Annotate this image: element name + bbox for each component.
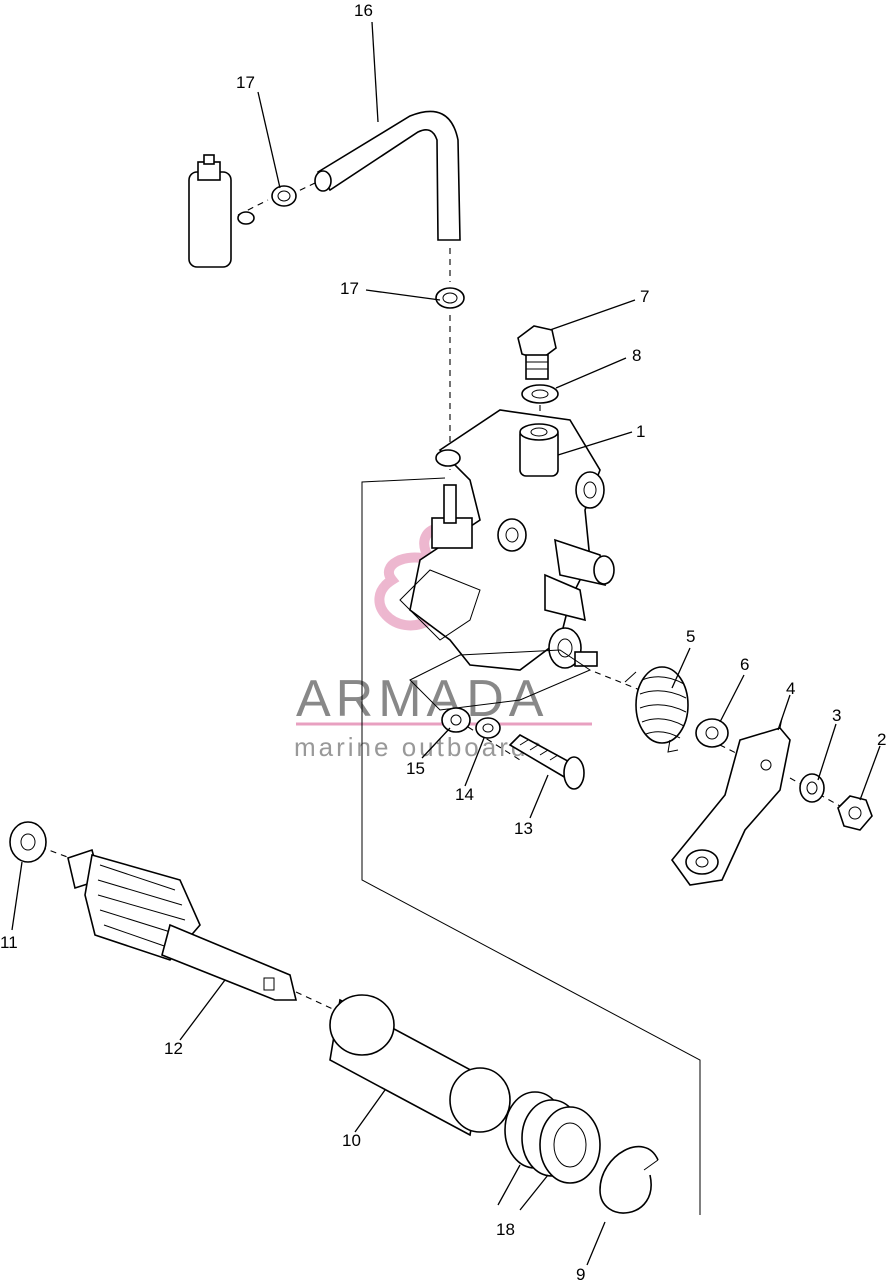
callout-17-lower: 17 xyxy=(340,279,359,298)
hex-nut xyxy=(837,795,873,831)
callout-11: 11 xyxy=(0,933,18,952)
callout-14: 14 xyxy=(455,785,474,804)
oil-hose xyxy=(314,110,461,241)
pump-drive-gear xyxy=(67,848,298,1001)
leader-lines xyxy=(11,21,881,1266)
return-spring xyxy=(624,666,689,753)
callout-15: 15 xyxy=(406,759,425,778)
banjo-bolt xyxy=(517,325,557,380)
oil-pump-body xyxy=(399,409,615,711)
callout-7: 7 xyxy=(640,287,649,306)
mounting-screw xyxy=(508,734,585,790)
hose-clip-upper xyxy=(271,185,297,207)
callout-3: 3 xyxy=(832,706,841,725)
snap-ring xyxy=(599,1146,659,1214)
callout-1: 1 xyxy=(636,422,645,441)
spring-lock-washer xyxy=(475,717,501,739)
spring-washer xyxy=(695,718,729,748)
gear-sleeve xyxy=(329,994,511,1137)
callout-10: 10 xyxy=(342,1131,361,1150)
lock-washer xyxy=(799,773,825,803)
callout-9: 9 xyxy=(576,1265,585,1282)
tank-fitting xyxy=(188,154,255,268)
callout-12: 12 xyxy=(164,1039,183,1058)
watermark-brand: ARMADA xyxy=(296,670,548,728)
bushing-with-seals xyxy=(504,1091,601,1184)
callout-16: 16 xyxy=(354,1,373,20)
gear-thrust-washer xyxy=(9,821,47,863)
flat-washer xyxy=(441,707,471,733)
callout-18: 18 xyxy=(496,1220,515,1239)
watermark-tagline: marine outboards xyxy=(294,732,544,762)
callout-13: 13 xyxy=(514,819,533,838)
callout-4: 4 xyxy=(786,679,795,698)
pump-control-lever xyxy=(670,717,791,886)
sealing-washer xyxy=(521,384,559,404)
callout-2: 2 xyxy=(877,730,886,749)
callout-17-upper: 17 xyxy=(236,73,255,92)
callout-5: 5 xyxy=(686,627,695,646)
watermark: ARMADA marine outboards xyxy=(294,523,592,762)
callout-8: 8 xyxy=(632,346,641,365)
hose-clip-lower xyxy=(435,287,465,309)
callout-6: 6 xyxy=(740,655,749,674)
assembly-lines xyxy=(29,182,841,1215)
